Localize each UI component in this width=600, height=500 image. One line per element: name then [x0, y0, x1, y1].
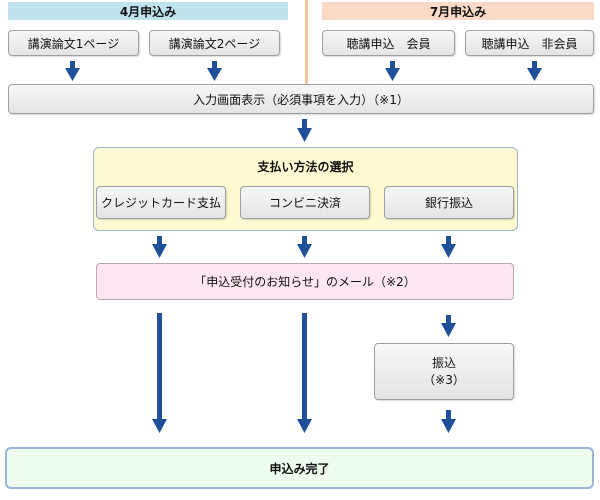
arrow-member-to-input — [385, 61, 400, 81]
header-april: 4月申込み — [8, 2, 288, 20]
payment-method-title: 支払い方法の選択 — [93, 157, 518, 175]
completion-box: 申込み完了 — [5, 447, 594, 489]
convenience-store-box: コンビニ決済 — [240, 186, 370, 219]
audit-member-label: 聴講申込 会員 — [346, 36, 431, 51]
header-july-label: 7月申込み — [429, 4, 487, 19]
arrow-nonmember-to-input — [527, 61, 542, 81]
lecture-paper-2page-label: 講演論文2ページ — [168, 36, 261, 51]
arrow-credit-to-mail — [152, 236, 167, 258]
audit-nonmember-label: 聴講申込 非会員 — [481, 36, 578, 51]
transfer-box: 振込 （※3） — [374, 343, 514, 400]
convenience-store-label: コンビニ決済 — [268, 196, 341, 210]
header-april-label: 4月申込み — [119, 4, 177, 19]
audit-member-box: 聴講申込 会員 — [322, 30, 455, 56]
transfer-label: 振込 — [431, 356, 456, 371]
transfer-note: （※3） — [423, 372, 465, 387]
arrow-convenience-to-mail — [297, 236, 312, 258]
arrow-credit-path-to-complete — [152, 313, 167, 433]
input-screen-label: 入力画面表示（必須事項を入力）（※1） — [193, 92, 409, 107]
acceptance-mail-label: 「申込受付のお知らせ」のメール（※2） — [194, 275, 416, 289]
acceptance-mail-box: 「申込受付のお知らせ」のメール（※2） — [96, 263, 514, 300]
lecture-paper-1page-box: 講演論文1ページ — [8, 30, 139, 56]
section-divider — [305, 0, 308, 84]
bank-transfer-label: 銀行振込 — [424, 196, 473, 210]
arrow-lecture1-to-input — [65, 61, 80, 81]
credit-card-label: クレジットカード支払 — [100, 196, 221, 210]
lecture-paper-1page-label: 講演論文1ページ — [27, 36, 120, 51]
header-july: 7月申込み — [322, 2, 594, 20]
arrow-lecture2-to-input — [207, 61, 222, 81]
bank-transfer-box: 銀行振込 — [384, 186, 514, 219]
arrow-bank-to-mail — [441, 236, 456, 258]
arrow-input-to-payment — [297, 119, 312, 142]
audit-nonmember-box: 聴講申込 非会員 — [465, 30, 594, 56]
input-screen-box: 入力画面表示（必須事項を入力）（※1） — [8, 84, 594, 114]
arrow-convenience-path-to-complete — [297, 313, 312, 433]
arrow-mail-to-transfer — [441, 315, 456, 337]
lecture-paper-2page-box: 講演論文2ページ — [149, 30, 280, 56]
credit-card-box: クレジットカード支払 — [96, 186, 226, 219]
arrow-transfer-to-complete — [441, 410, 456, 433]
payment-method-title-label: 支払い方法の選択 — [257, 159, 354, 174]
completion-label: 申込み完了 — [269, 461, 330, 476]
